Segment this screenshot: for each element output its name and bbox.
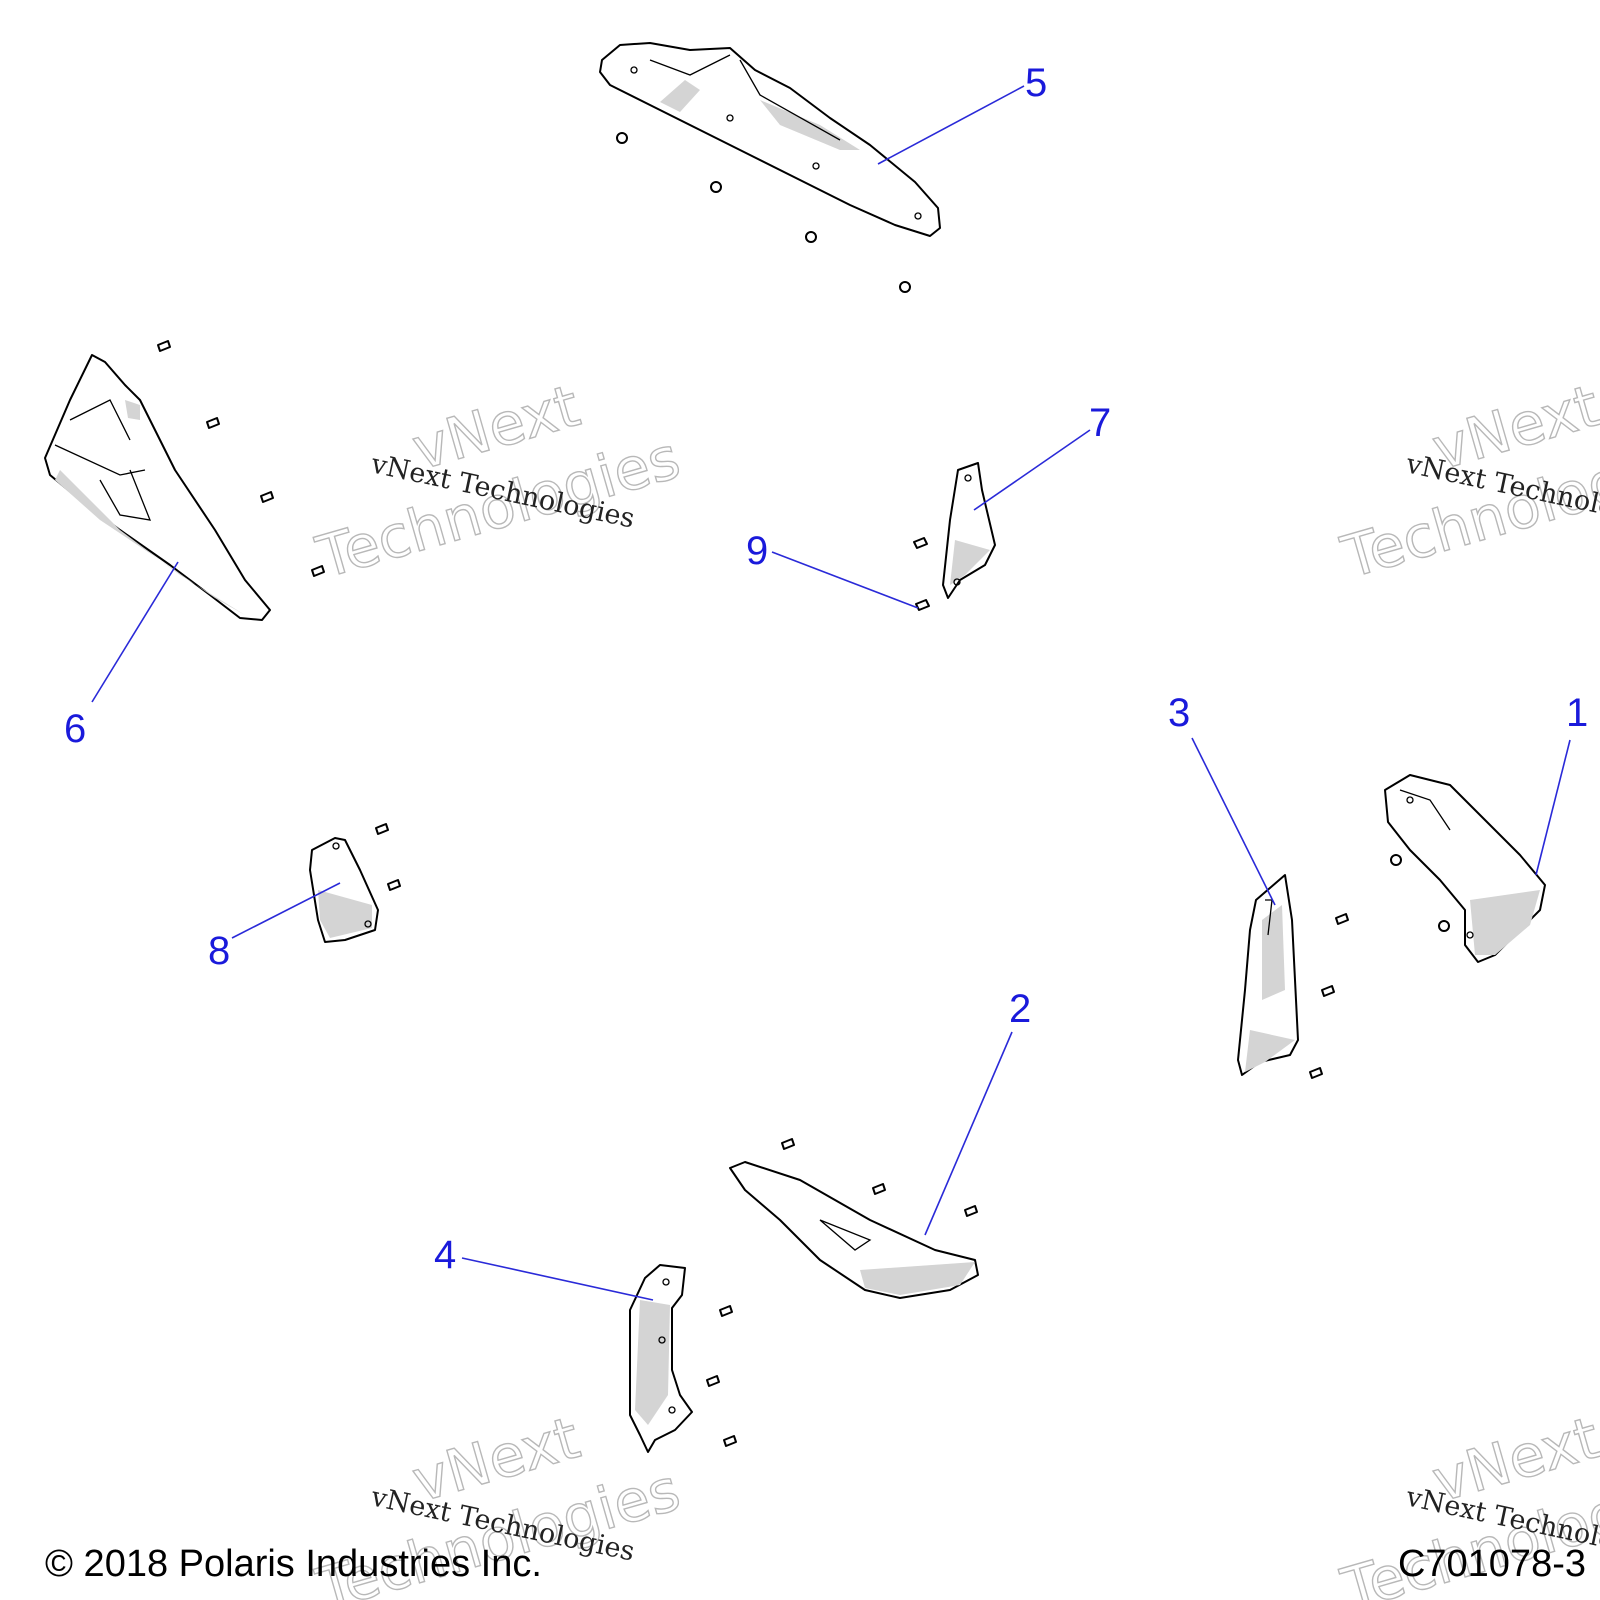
- part-6-side-panel[interactable]: [44, 354, 271, 621]
- part-8-small-panel[interactable]: [309, 837, 379, 943]
- part-4-fasteners: [706, 1305, 737, 1447]
- leader-4: [461, 1257, 654, 1301]
- callout-2[interactable]: 2: [1009, 987, 1031, 1031]
- leader-8: [231, 882, 341, 939]
- callout-1[interactable]: 1: [1566, 691, 1588, 735]
- part-5-upper-panel[interactable]: [599, 42, 941, 237]
- leader-9: [771, 551, 919, 609]
- copyright-text: © 2018 Polaris Industries Inc.: [45, 1543, 542, 1585]
- diagram-code: C701078-3: [1398, 1543, 1586, 1585]
- part-2-lower-panel[interactable]: [729, 1161, 979, 1299]
- callout-7[interactable]: 7: [1089, 401, 1111, 445]
- part-7-small-panel[interactable]: [942, 462, 996, 599]
- part-4-bracket-panel[interactable]: [629, 1264, 693, 1453]
- part-5-fasteners: [616, 132, 911, 293]
- callout-9[interactable]: 9: [746, 529, 768, 573]
- leader-1: [1535, 739, 1571, 876]
- leader-5: [877, 85, 1025, 165]
- part-8-fasteners: [375, 823, 401, 891]
- callout-6[interactable]: 6: [64, 707, 86, 751]
- callout-8[interactable]: 8: [208, 929, 230, 973]
- part-1-fasteners: [1390, 854, 1450, 932]
- callout-3[interactable]: 3: [1168, 691, 1190, 735]
- leader-7: [973, 429, 1091, 511]
- part-9-screws[interactable]: [913, 537, 930, 611]
- leader-lines: [91, 85, 1571, 1301]
- part-1-corner-panel[interactable]: [1384, 774, 1546, 963]
- watermark-top-left: vNext Technologies vNext Technologies: [308, 371, 687, 593]
- leader-6: [91, 561, 179, 703]
- callout-4[interactable]: 4: [434, 1233, 456, 1277]
- part-3-fasteners: [1309, 913, 1349, 1079]
- leader-3: [1191, 737, 1276, 906]
- callout-5[interactable]: 5: [1025, 61, 1047, 105]
- part-2-fasteners: [781, 1138, 978, 1217]
- leader-2: [924, 1031, 1013, 1236]
- part-3-tall-panel[interactable]: [1237, 874, 1299, 1076]
- watermark-top-right: vNext Technologies vNext Technologies: [1333, 371, 1600, 593]
- part-6-fasteners: [157, 340, 325, 577]
- callout-labels: 5 6 7 9 3 1 8 2 4: [64, 61, 1588, 1277]
